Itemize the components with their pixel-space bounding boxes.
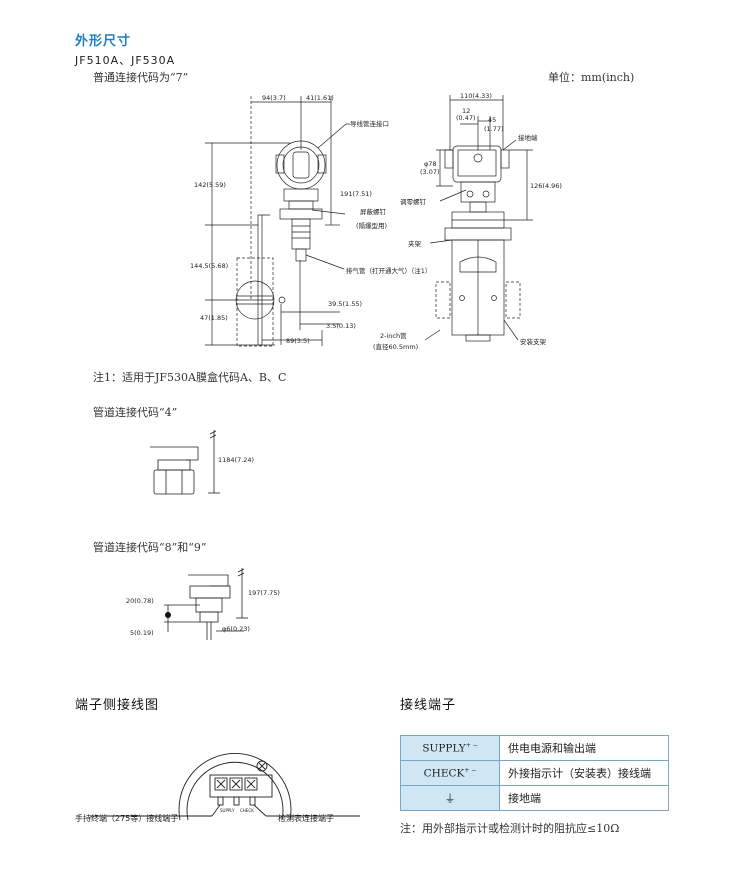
dim-3-5: 3.5(0.13)	[326, 322, 356, 330]
main-dimension-drawing: 94(3.7) 41(1.61) 142(5.59) 191(7.51) 144…	[190, 92, 562, 351]
label-pipe-diameter: (直径60.5mm)	[373, 342, 418, 351]
table-row: CHECK+ − 外接指示计（安装表）接线端	[400, 760, 669, 786]
connection-caption-7: 普通连接代码为“7”	[93, 71, 189, 84]
wiring-terminal-title: 接线端子	[400, 698, 457, 713]
supply-mini-label: SUPPLY	[220, 808, 235, 813]
dim-phi78-inch: (3.07)	[420, 168, 440, 176]
label-pipe: 2-inch管	[380, 331, 407, 340]
label-shield-screw: 屏蔽螺钉	[360, 207, 387, 216]
dim-89: 89(3.5)	[286, 337, 310, 345]
dim-5: 5(0.19)	[130, 629, 154, 637]
dim-12-inch: (0.47)	[456, 114, 476, 122]
terminal-side-title: 端子侧接线图	[75, 698, 160, 713]
dim-20: 20(0.78)	[126, 597, 154, 605]
table-row: SUPPLY+ − 供电电源和输出端	[400, 735, 669, 761]
terminal-desc-ground: 接地端	[499, 785, 669, 811]
dim-phi78: φ78	[424, 160, 437, 168]
ground-icon: ⏚	[400, 785, 500, 811]
note-1: 注1：适用于JF530A膜盒代码A、B、C	[93, 371, 287, 384]
label-vent-tube: 排气管（打开通大气）（注1）	[346, 266, 431, 275]
dim-39: 39.5(1.55)	[328, 300, 362, 308]
unit-label: 单位：mm(inch)	[548, 71, 635, 84]
dim-142: 142(5.59)	[194, 181, 226, 189]
dim-126: 126(4.96)	[530, 182, 562, 190]
dim-191: 191(7.51)	[340, 190, 372, 198]
label-ground-terminal: 接地端	[518, 133, 538, 142]
wiring-note: 注：用外部指示计或检测计时的阻抗应≤10Ω	[400, 822, 620, 835]
wiring-terminal-table: SUPPLY+ − 供电电源和输出端 CHECK+ − 外接指示计（安装表）接线…	[400, 735, 669, 811]
dim-94: 94(3.7)	[262, 94, 286, 102]
label-conduit-port: 导线管连接口	[350, 119, 389, 128]
label-explosion-proof: (隔爆型用)	[356, 221, 387, 230]
connection-caption-4: 管道连接代码“4”	[93, 406, 178, 419]
check-mini-label: CHECK	[240, 808, 254, 813]
label-mounting-bracket: 安装支架	[520, 337, 547, 346]
terminal-key-supply: SUPPLY+ −	[400, 735, 500, 761]
dim-47: 47(1.85)	[200, 314, 228, 322]
dim-45: 45	[488, 116, 496, 124]
check-meter-terminal-label: 检测表连接端子	[278, 814, 334, 823]
terminal-wiring-diagram: SUPPLY CHECK	[90, 753, 360, 821]
section-title: 外形尺寸	[75, 34, 132, 49]
dim-41: 41(1.61)	[306, 94, 334, 102]
dim-45-inch: (1.77)	[484, 125, 504, 133]
handheld-terminal-label: 手持终端（275等）接线端子	[75, 814, 179, 823]
label-zero-screw: 调零螺钉	[400, 197, 427, 206]
dim-12: 12	[462, 107, 470, 115]
dim-phi6: φ6(0.23)	[222, 625, 250, 633]
terminal-desc-check: 外接指示计（安装表）接线端	[499, 760, 669, 786]
connection-caption-8-9: 管道连接代码“8”和“9”	[93, 541, 207, 554]
dim-110: 110(4.33)	[460, 92, 492, 100]
dim-1184: 1184(7.24)	[218, 456, 254, 464]
label-clamp: 夹架	[408, 239, 422, 248]
terminal-desc-supply: 供电电源和输出端	[499, 735, 669, 761]
table-row: ⏚ 接地端	[400, 785, 669, 811]
dim-197: 197(7.75)	[248, 589, 280, 597]
dim-144: 144.5(5.68)	[190, 262, 228, 270]
model-names: JF510A、JF530A	[75, 54, 176, 67]
terminal-key-check: CHECK+ −	[400, 760, 500, 786]
